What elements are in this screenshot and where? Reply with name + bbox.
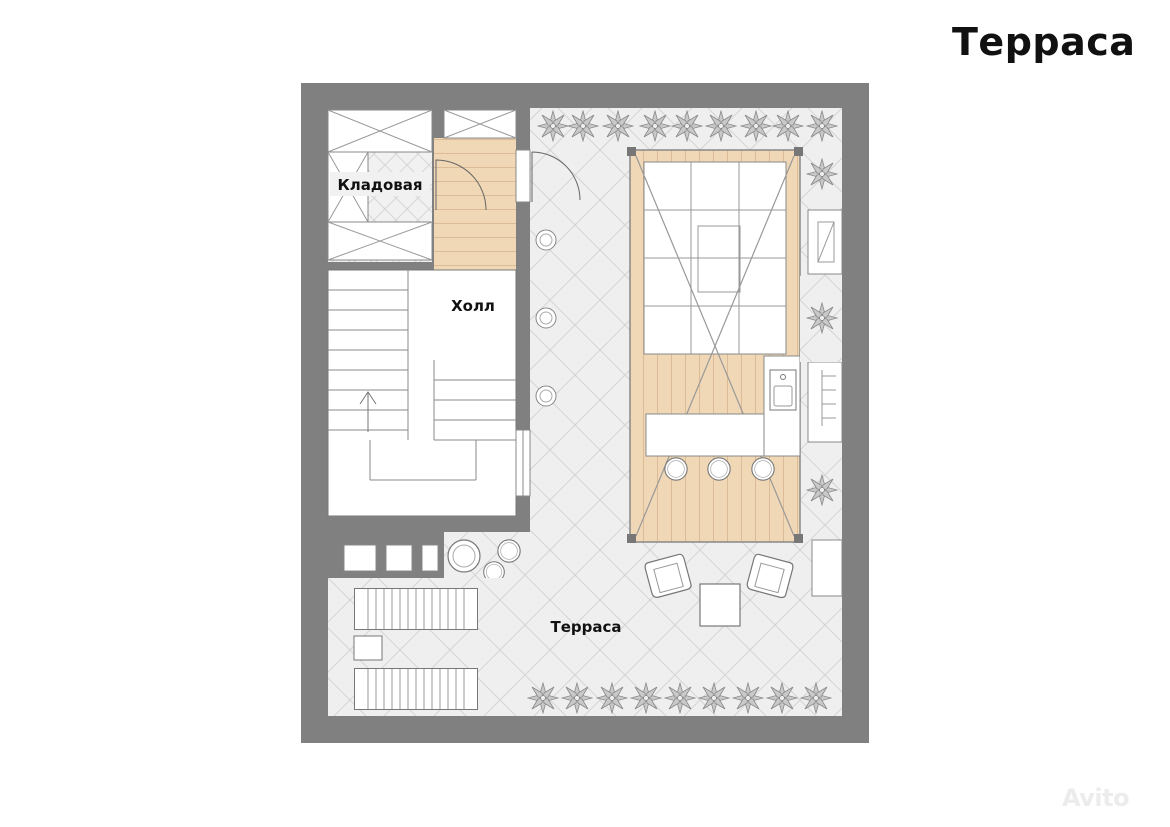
pergola-skylight bbox=[697, 225, 741, 293]
storage-label-bg bbox=[330, 172, 430, 196]
stool-icon bbox=[751, 457, 775, 481]
sink-basin bbox=[773, 385, 793, 407]
plant-icon bbox=[596, 682, 628, 714]
terrace-label: Терраса bbox=[550, 618, 621, 636]
plant-icon bbox=[766, 682, 798, 714]
plant-icon bbox=[671, 110, 703, 142]
sun-lounger-icon bbox=[354, 668, 478, 710]
stepping-stone bbox=[539, 233, 553, 247]
stepping-stone bbox=[535, 229, 557, 251]
niche-box bbox=[343, 544, 377, 572]
storage-label: Кладовая bbox=[337, 176, 422, 194]
round-table-inner bbox=[452, 544, 476, 568]
hall-cabinet-cross bbox=[443, 109, 517, 139]
hall-label: Холл bbox=[451, 297, 495, 315]
plant-icon bbox=[705, 110, 737, 142]
pergola-post bbox=[627, 147, 636, 156]
pergola-post bbox=[794, 147, 803, 156]
page-title: Терраса bbox=[952, 20, 1136, 64]
right-niche bbox=[807, 361, 843, 443]
plant-icon bbox=[740, 110, 772, 142]
stool-icon bbox=[497, 539, 521, 563]
plant-icon bbox=[800, 682, 832, 714]
staircase bbox=[327, 269, 517, 517]
lounger-side-table bbox=[353, 635, 383, 661]
pergola-post bbox=[627, 534, 636, 543]
plant-icon bbox=[527, 682, 559, 714]
plant-icon bbox=[639, 110, 671, 142]
plant-icon bbox=[698, 682, 730, 714]
niche-box bbox=[421, 544, 439, 572]
avito-watermark: Avito bbox=[1062, 784, 1130, 812]
door-swing-icon bbox=[531, 151, 581, 202]
stepping-stone bbox=[535, 385, 557, 407]
plant-icon bbox=[537, 110, 569, 142]
right-niche bbox=[807, 209, 843, 275]
niche-box bbox=[385, 544, 413, 572]
plant-icon bbox=[772, 110, 804, 142]
plant-icon bbox=[806, 302, 838, 334]
plant-icon bbox=[806, 110, 838, 142]
stair-arrow-icon bbox=[359, 391, 377, 432]
right-niche-lines bbox=[821, 370, 836, 426]
stool-icon bbox=[664, 457, 688, 481]
storage-shelf-bottom-cross bbox=[327, 221, 433, 261]
plant-icon bbox=[664, 682, 696, 714]
sun-lounger-icon bbox=[354, 588, 478, 630]
pergola-post bbox=[794, 534, 803, 543]
stepping-stone bbox=[535, 307, 557, 329]
plant-icon bbox=[630, 682, 662, 714]
right-niche-inner bbox=[817, 221, 835, 263]
kitchen-island bbox=[645, 413, 765, 457]
door-swing-icon bbox=[435, 159, 487, 211]
plant-icon bbox=[567, 110, 599, 142]
terrace-door-frame bbox=[515, 149, 531, 203]
storage-shelf-top-cross bbox=[327, 109, 433, 153]
stepping-stone bbox=[539, 311, 553, 325]
stepping-stone bbox=[539, 389, 553, 403]
coffee-table bbox=[699, 583, 741, 627]
plant-icon bbox=[806, 474, 838, 506]
pergola-roof-grid bbox=[644, 162, 786, 354]
right-niche bbox=[811, 539, 843, 597]
stool-icon bbox=[707, 457, 731, 481]
sink-tap bbox=[780, 374, 786, 380]
plant-icon bbox=[602, 110, 634, 142]
plant-icon bbox=[561, 682, 593, 714]
plant-icon bbox=[732, 682, 764, 714]
plant-icon bbox=[806, 158, 838, 190]
right-niche-diag bbox=[817, 221, 835, 263]
